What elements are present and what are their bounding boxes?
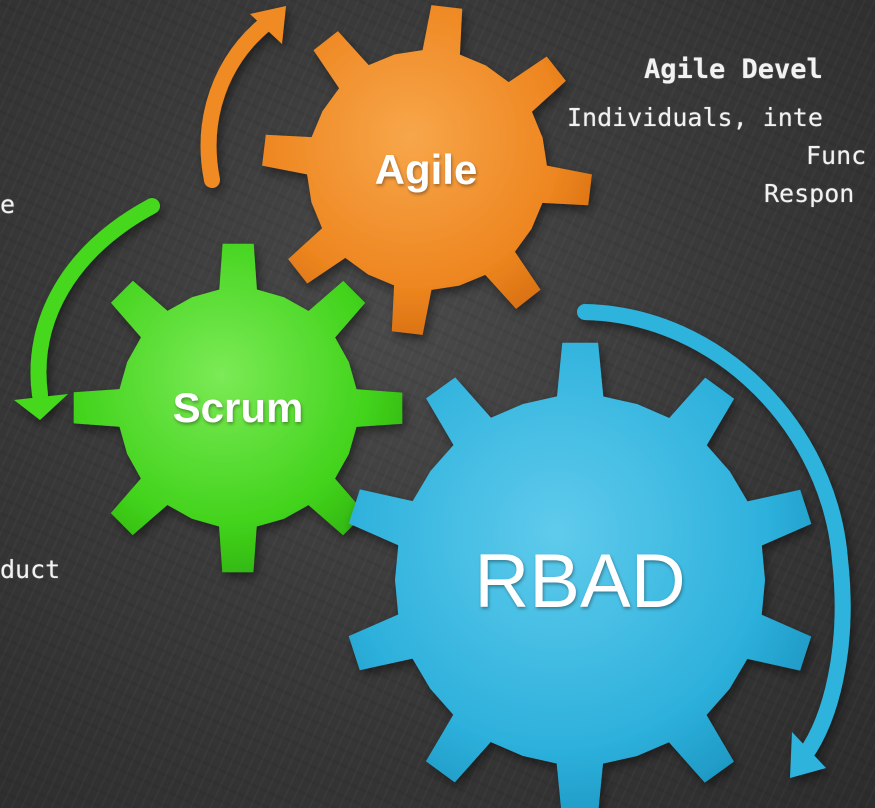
note-right-line-2: Func xyxy=(806,141,867,170)
note-right-line-1: Individuals, inte xyxy=(567,103,823,132)
note-left-fragment-1: e xyxy=(0,190,16,219)
scrum-gear-label: Scrum xyxy=(172,384,304,431)
scrum-gear xyxy=(73,243,403,573)
blue-curved-arrow xyxy=(577,304,851,778)
rbad-gear xyxy=(348,342,812,808)
agile-gear xyxy=(262,5,592,335)
note-right-line-3: Respon xyxy=(764,179,855,208)
rbad-gear-label: RBAD xyxy=(474,539,686,624)
note-right-title: Agile Devel xyxy=(644,54,823,85)
agile-gear-label: Agile xyxy=(374,146,478,193)
orange-curved-arrow xyxy=(200,6,286,188)
note-left-fragment-2: duct xyxy=(0,555,61,584)
green-curved-arrow xyxy=(14,198,160,420)
